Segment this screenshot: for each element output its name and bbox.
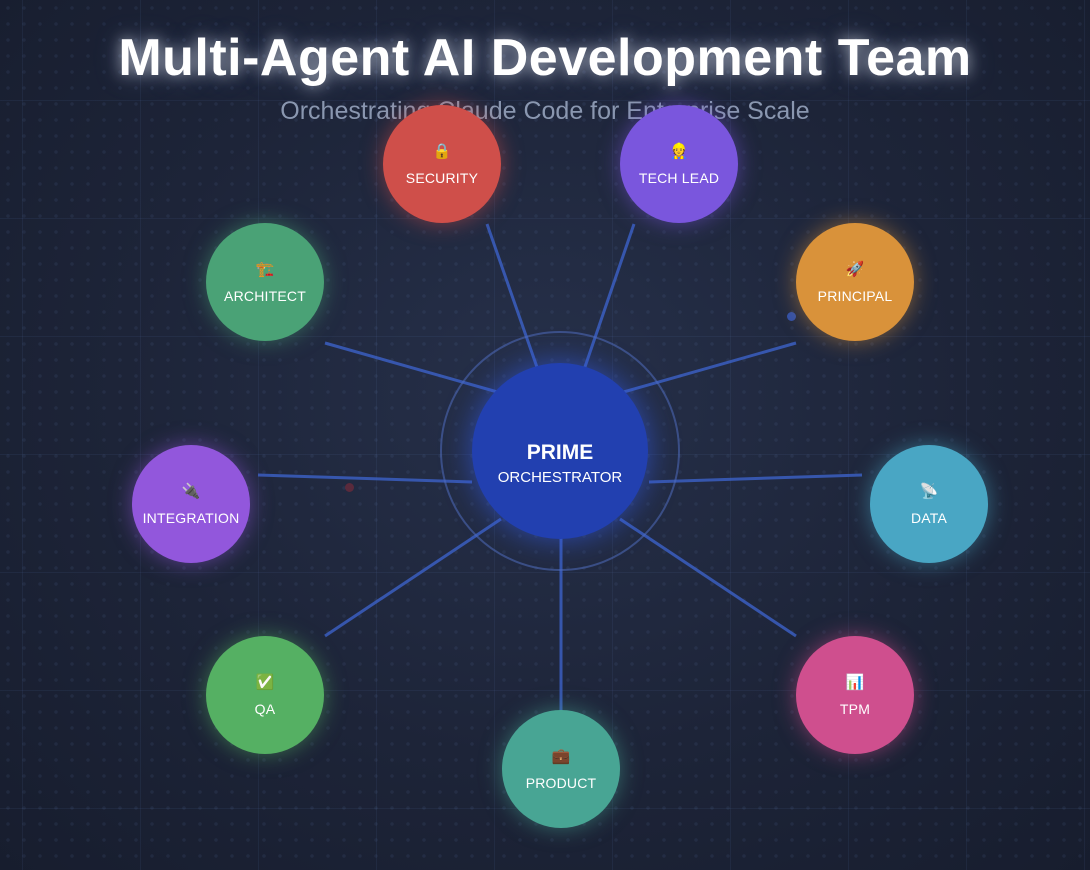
- briefcase-icon: 💼: [551, 748, 571, 765]
- agent-node-security[interactable]: 🔒 SECURITY: [383, 105, 501, 223]
- lock-icon: 🔒: [432, 143, 452, 160]
- orchestrator-role: ORCHESTRATOR: [497, 469, 623, 486]
- orchestrator-ring: [440, 331, 680, 571]
- agent-label: PRINCIPAL: [817, 288, 893, 304]
- agent-node-qa[interactable]: ✅ QA: [206, 636, 324, 754]
- agent-node-principal[interactable]: 🚀 PRINCIPAL: [796, 223, 914, 341]
- agent-label: SECURITY: [405, 170, 479, 186]
- engineer-icon: 👷: [669, 143, 689, 160]
- orchestrator-node[interactable]: PRIME ORCHESTRATOR: [472, 363, 648, 539]
- link-data: [648, 473, 863, 484]
- bar-chart-icon: 📊: [845, 674, 865, 691]
- agent-label: DATA: [910, 510, 948, 526]
- agent-node-data[interactable]: 📡 DATA: [870, 445, 988, 563]
- agent-label: INTEGRATION: [142, 510, 240, 526]
- agent-node-architect[interactable]: 🏗️ ARCHITECT: [206, 223, 324, 341]
- page-title: Multi-Agent AI Development Team: [118, 29, 972, 87]
- agent-label: ARCHITECT: [224, 288, 306, 304]
- link-tpm: [619, 517, 797, 638]
- agent-node-product[interactable]: 💼 PRODUCT: [502, 710, 620, 828]
- plug-icon: 🔌: [181, 483, 201, 500]
- agent-node-tech-lead[interactable]: 👷 TECH LEAD: [620, 105, 738, 223]
- crane-icon: 🏗️: [255, 261, 275, 278]
- rocket-icon: 🚀: [845, 261, 865, 278]
- agent-node-tpm[interactable]: 📊 TPM: [796, 636, 914, 754]
- orchestrator-name: PRIME: [526, 441, 594, 464]
- agent-label: TPM: [839, 701, 871, 717]
- agent-node-integration[interactable]: 🔌 INTEGRATION: [132, 445, 250, 563]
- satellite-icon: 📡: [919, 483, 939, 500]
- check-icon: ✅: [255, 674, 275, 691]
- page-subtitle: Orchestrating Claude Code for Enterprise…: [280, 97, 810, 125]
- spark-dot: [345, 483, 354, 492]
- agent-label: TECH LEAD: [638, 170, 720, 186]
- agent-label: QA: [254, 701, 276, 717]
- spark-dot: [787, 312, 796, 321]
- link-qa: [324, 517, 502, 638]
- link-integration: [257, 473, 473, 484]
- agent-label: PRODUCT: [525, 775, 597, 791]
